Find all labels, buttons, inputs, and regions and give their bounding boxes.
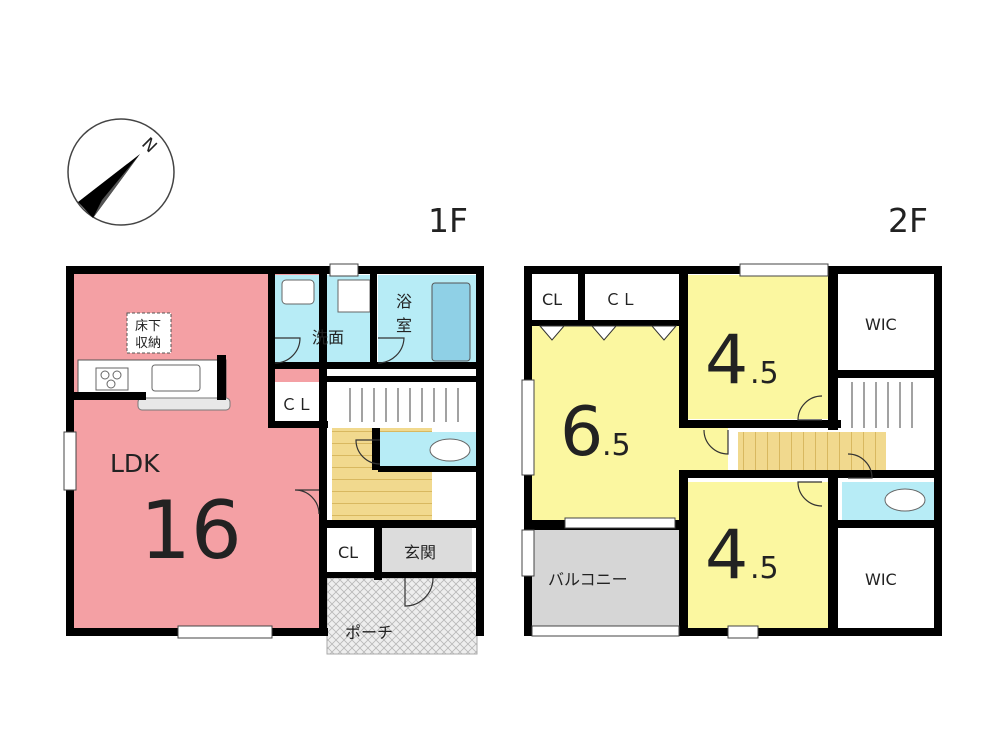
- room-4-5-top: [688, 275, 828, 419]
- window-2f-room-a: [564, 517, 676, 529]
- door-washroom: [274, 337, 301, 364]
- room-4-5-top-size-int: 4: [705, 321, 748, 400]
- stove-icon: [95, 367, 129, 391]
- door-bath: [377, 337, 405, 364]
- wic-bottom-label: WIC: [865, 570, 897, 589]
- hall-closet-label: ＣＬ: [281, 395, 313, 414]
- room-4-5-bottom: [688, 482, 828, 628]
- floor-label-2f: 2F: [888, 201, 928, 240]
- hallway-2f: [738, 432, 886, 470]
- washbasin-icon: [281, 279, 315, 305]
- door-room-4-5-bottom: [797, 481, 823, 507]
- door-ldk: [294, 489, 320, 515]
- closet-small-label: CL: [542, 290, 562, 309]
- wic-bottom-room: [838, 530, 934, 628]
- stairs-1f: [332, 382, 477, 424]
- stairs-2f: [840, 378, 934, 430]
- room-4-5-bottom-size-int: 4: [705, 516, 748, 595]
- ldk-size: 16: [140, 484, 242, 577]
- bath-label-2: 室: [396, 316, 412, 335]
- window-2f-balcony-rail: [531, 625, 680, 637]
- porch-label: ポーチ: [345, 623, 393, 642]
- door-room-4-5-top: [797, 395, 823, 421]
- door-entrance: [404, 577, 434, 607]
- wic-top-room: [838, 275, 934, 370]
- entrance-hall: [382, 528, 472, 572]
- closet-door-marks: [538, 325, 678, 341]
- north-arrow-icon: [78, 154, 140, 218]
- room-4-5-top-size-dec: .5: [750, 356, 779, 391]
- stairs-treads-1f: [349, 388, 459, 422]
- underfloor-storage-box: [126, 312, 172, 354]
- window-1f-bottom: [177, 625, 273, 639]
- room-6-5-size-int: 6: [560, 393, 603, 472]
- window-2f-left: [521, 379, 535, 476]
- first-floor: 床下 収納 LDK 16 洗面 浴 室 ＣＬ CL 玄関 ポーチ: [63, 263, 484, 655]
- entrance-closet: [332, 528, 374, 572]
- underfloor-storage-label-1: 床下: [135, 319, 161, 334]
- window-1f-washroom: [329, 263, 359, 277]
- kitchen-bar-counter: [137, 397, 231, 411]
- stairs-treads-2f: [851, 382, 913, 428]
- door-toilet-2f: [847, 453, 873, 479]
- window-1f-left: [63, 431, 77, 491]
- bath-label-1: 浴: [396, 292, 412, 311]
- toilet-icon-2f: [884, 488, 926, 512]
- door-toilet-1f: [355, 439, 381, 465]
- bathtub-icon: [431, 282, 471, 362]
- compass: N: [67, 118, 175, 226]
- door-room-6-5: [703, 429, 729, 455]
- floor-label-1f: 1F: [428, 201, 468, 240]
- window-2f-bottom: [727, 625, 759, 639]
- wic-top-label: WIC: [865, 315, 897, 334]
- room-4-5-bottom-size-dec: .5: [750, 551, 779, 586]
- entrance-closet-label: CL: [338, 543, 358, 562]
- ldk-label: LDK: [110, 449, 160, 478]
- window-2f-balcony-left: [521, 529, 535, 577]
- washroom-label: 洗面: [312, 328, 344, 347]
- underfloor-storage-label-2: 収納: [135, 336, 161, 351]
- toilet-icon-1f: [429, 438, 471, 462]
- hall-closet: [275, 382, 320, 424]
- room-6-5-size-dec: .5: [602, 428, 631, 463]
- window-2f-top: [739, 263, 829, 277]
- second-floor: CL ＣＬ WIC WIC バルコニー 6 .5 4 .5 4 .5: [521, 263, 942, 639]
- closet-small: [532, 275, 578, 321]
- balcony-label: バルコニー: [548, 570, 628, 589]
- closet-wide: [585, 275, 679, 321]
- kitchen-sink-icon: [151, 364, 201, 392]
- closet-wide-label: ＣＬ: [605, 290, 637, 309]
- balcony: [532, 530, 679, 628]
- porch: [326, 577, 478, 655]
- entrance-label: 玄関: [404, 543, 436, 562]
- washer-icon: [337, 279, 371, 313]
